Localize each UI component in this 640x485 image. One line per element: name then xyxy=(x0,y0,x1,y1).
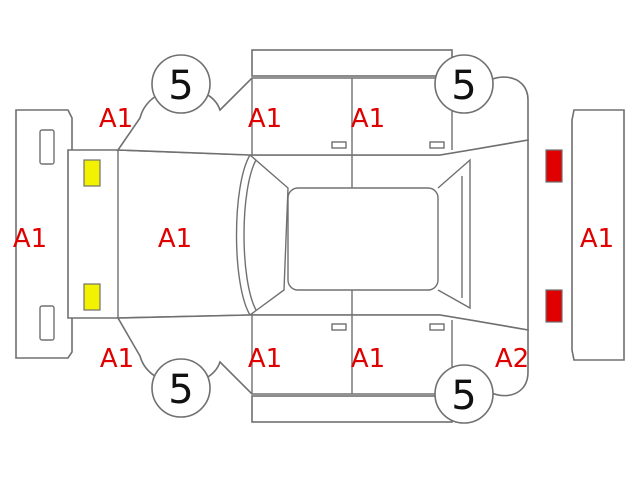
taillights xyxy=(545,149,563,323)
mark-front-right-fender: A1 xyxy=(100,344,134,374)
car-body xyxy=(67,139,529,331)
mark-rear-bumper: A1 xyxy=(580,224,614,254)
rear-bumper xyxy=(571,109,625,361)
taillight-left xyxy=(545,149,563,183)
tire-front-left-value: 5 xyxy=(168,63,193,109)
mark-rear-right-quarter: A2 xyxy=(495,344,529,374)
mark-hood: A1 xyxy=(158,224,192,254)
tire-rear-left-value: 5 xyxy=(451,63,476,109)
mark-front-bumper: A1 xyxy=(13,224,47,254)
mark-rear-left-door: A1 xyxy=(351,104,385,134)
taillight-right xyxy=(545,289,563,323)
mark-front-left-door: A1 xyxy=(248,104,282,134)
headlights xyxy=(83,159,101,311)
tire-rear-left: 5 xyxy=(434,54,494,114)
front-bumper xyxy=(15,109,73,359)
left-side-panel xyxy=(116,49,529,156)
tire-rear-right-value: 5 xyxy=(451,373,476,419)
tire-front-right: 5 xyxy=(151,358,211,418)
mark-front-left-fender: A1 xyxy=(99,104,133,134)
headlight-left xyxy=(83,159,101,187)
mark-front-right-door: A1 xyxy=(248,344,282,374)
mark-rear-right-door: A1 xyxy=(351,344,385,374)
tire-front-right-value: 5 xyxy=(168,367,193,413)
tire-rear-right: 5 xyxy=(434,364,494,424)
headlight-right xyxy=(83,283,101,311)
tire-front-left: 5 xyxy=(151,54,211,114)
